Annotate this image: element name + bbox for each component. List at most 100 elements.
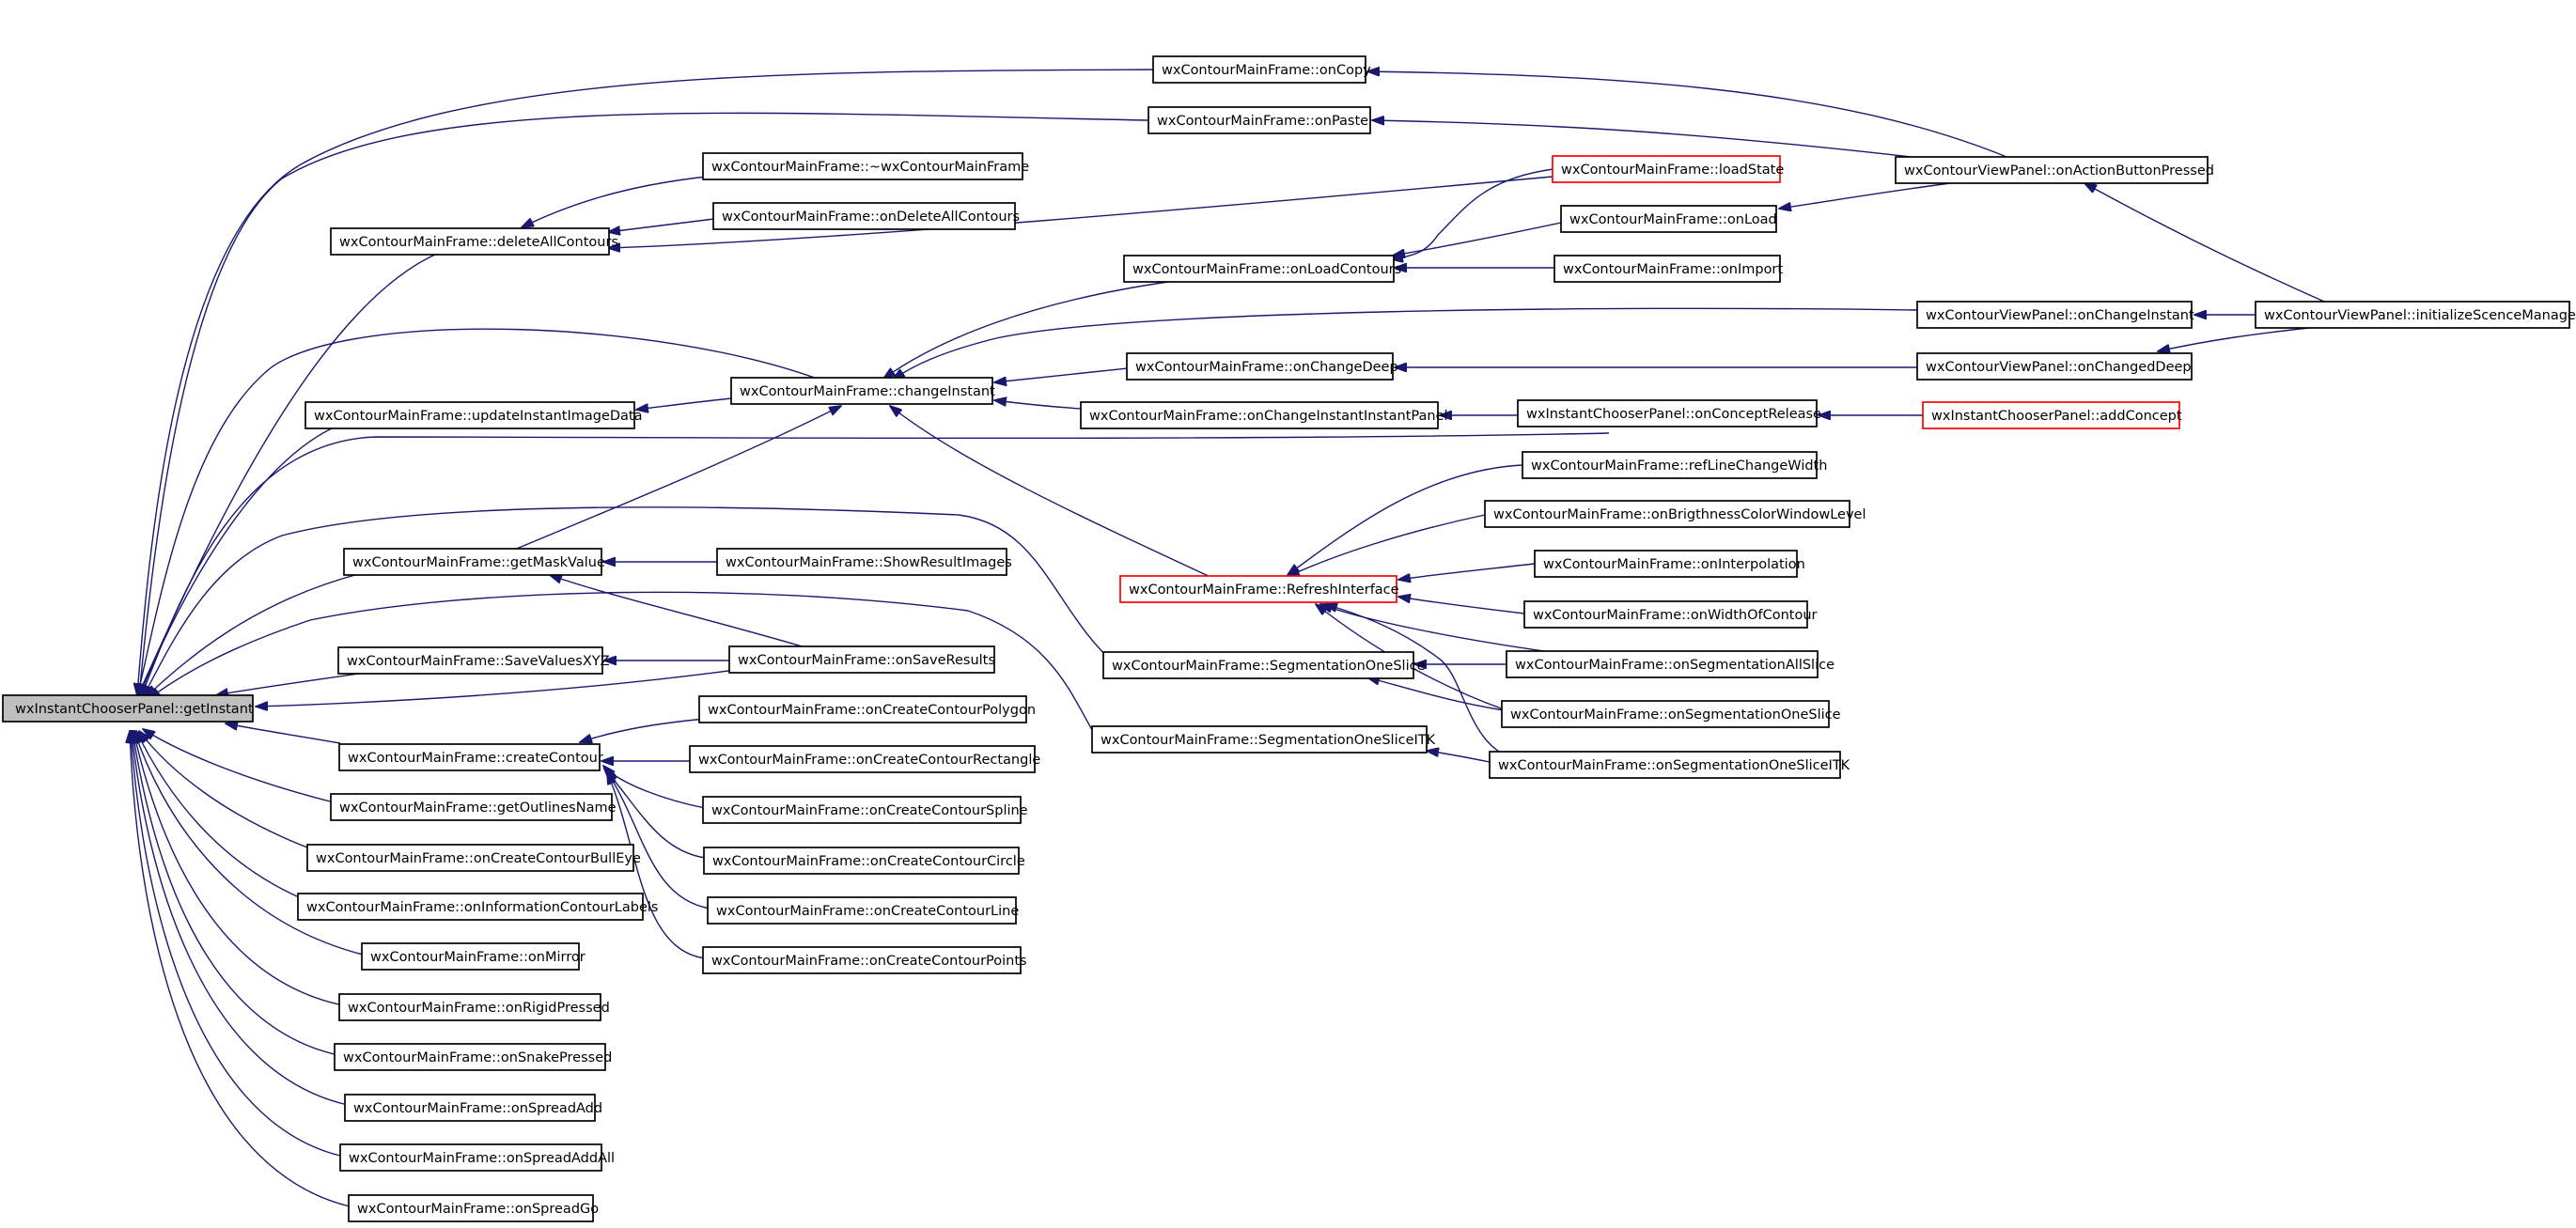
edge-onCreateContourPoints-createContour <box>607 772 706 959</box>
node-SegmentationOneSlice[interactable]: wxContourMainFrame::SegmentationOneSlice <box>1102 651 1426 679</box>
node-onChangeInstantInstantPanel[interactable]: wxContourMainFrame::onChangeInstantInsta… <box>1080 401 1448 429</box>
node-onChangedDeep[interactable]: wxContourViewPanel::onChangedDeep <box>1916 352 2193 381</box>
edge-refLineChangeWidth-RefreshInterface <box>1288 464 1523 575</box>
node-label: wxContourMainFrame::onCreateContourCircl… <box>712 854 1025 869</box>
node-onCreateContourRectangle[interactable]: wxContourMainFrame::onCreateContourRecta… <box>689 745 1040 773</box>
node-onSnakePressed[interactable]: wxContourMainFrame::onSnakePressed <box>334 1043 612 1071</box>
edge-onMirror-root <box>134 731 367 956</box>
node-onCreateContourCircle[interactable]: wxContourMainFrame::onCreateContourCircl… <box>703 847 1025 875</box>
node-label: wxContourMainFrame::onChangeInstantInsta… <box>1089 409 1448 424</box>
node-onDeleteAllContours[interactable]: wxContourMainFrame::onDeleteAllContours <box>712 202 1020 230</box>
node-addConcept[interactable]: wxInstantChooserPanel::addConcept <box>1922 401 2182 429</box>
node-label: wxContourMainFrame::onInformationContour… <box>306 900 658 915</box>
edge-deleteAllContours-root <box>137 253 438 697</box>
edge-loadState-onLoadContours <box>1391 168 1554 259</box>
edge-updateInstantImageData-root <box>139 427 335 697</box>
node-refLineChangeWidth[interactable]: wxContourMainFrame::refLineChangeWidth <box>1522 451 1827 479</box>
node-onSegmentationOneSliceITK[interactable]: wxContourMainFrame::onSegmentationOneSli… <box>1489 751 1850 779</box>
edge-onLoadContours-changeInstant <box>883 280 1176 379</box>
node-onSegmentationOneSlice[interactable]: wxContourMainFrame::onSegmentationOneSli… <box>1501 700 1841 728</box>
node-onBrigthnessColorWindowLevel[interactable]: wxContourMainFrame::onBrigthnessColorWin… <box>1484 500 1866 528</box>
node-createContour[interactable]: wxContourMainFrame::createContour <box>338 743 603 771</box>
node-label: wxContourMainFrame::onRigidPressed <box>348 1001 610 1016</box>
nodes: wxInstantChooserPanel::getInstant wxCont… <box>2 55 2576 1222</box>
node-label: wxContourMainFrame::updateInstantImageDa… <box>314 409 643 424</box>
node-onImport[interactable]: wxContourMainFrame::onImport <box>1553 255 1783 283</box>
node-onCreateContourPolygon[interactable]: wxContourMainFrame::onCreateContourPolyg… <box>698 695 1036 723</box>
node-getOutlinesName[interactable]: wxContourMainFrame::getOutlinesName <box>330 793 617 821</box>
node-onSegmentationAllSlice[interactable]: wxContourMainFrame::onSegmentationAllSli… <box>1506 650 1834 678</box>
node-onCreateContourLine[interactable]: wxContourMainFrame::onCreateContourLine <box>707 896 1019 925</box>
node-label: wxContourMainFrame::~wxContourMainFrame <box>711 160 1029 175</box>
node-onSpreadGo[interactable]: wxContourMainFrame::onSpreadGo <box>348 1194 599 1222</box>
node-label: wxContourMainFrame::SegmentationOneSlice <box>1112 659 1426 674</box>
edge-onSegmentationAllSlice-RefreshInterface <box>1320 604 1552 653</box>
node-loadState[interactable]: wxContourMainFrame::loadState <box>1552 155 1784 183</box>
edge-onConceptRelease-root <box>141 432 1610 697</box>
node-label: wxContourMainFrame::onLoad <box>1569 212 1777 227</box>
node-onCreateContourPoints[interactable]: wxContourMainFrame::onCreateContourPoint… <box>702 946 1027 974</box>
node-initializeScenceManager[interactable]: wxContourViewPanel::initializeScenceMana… <box>2255 301 2576 329</box>
node-label: wxContourMainFrame::onSpreadGo <box>357 1202 599 1217</box>
node-label: wxContourMainFrame::SegmentationOneSlice… <box>1101 733 1436 748</box>
edge-initializeScenceManager-onChangedDeep <box>2158 325 2327 351</box>
node-onPaste[interactable]: wxContourMainFrame::onPaste <box>1147 106 1371 134</box>
node-changeInstant[interactable]: wxContourMainFrame::changeInstant <box>730 377 995 405</box>
node-label: wxInstantChooserPanel::addConcept <box>1931 409 2182 424</box>
node-onCreateContourBullEye[interactable]: wxContourMainFrame::onCreateContourBullE… <box>306 844 641 872</box>
edge-changeInstant-updateInstantImageData <box>636 397 732 410</box>
node-onWidthOfContour[interactable]: wxContourMainFrame::onWidthOfContour <box>1523 600 1818 629</box>
node-onCopy[interactable]: wxContourMainFrame::onCopy <box>1152 55 1371 84</box>
edge-onChangeInstantVP-changeInstant <box>893 307 1918 380</box>
edge-getOutlinesName-root <box>143 729 335 803</box>
node-RefreshInterface[interactable]: wxContourMainFrame::RefreshInterface <box>1119 575 1399 603</box>
node-onInterpolation[interactable]: wxContourMainFrame::onInterpolation <box>1534 550 1805 578</box>
node-label: wxContourMainFrame::onInterpolation <box>1543 557 1805 572</box>
node-label: wxContourMainFrame::onDeleteAllContours <box>722 210 1020 225</box>
edge-onLoad-onLoadContours <box>1393 222 1562 256</box>
node-label: wxContourMainFrame::onChangeDeep <box>1135 360 1398 375</box>
edge-onSpreadGo-root <box>130 731 351 1207</box>
node-SegmentationOneSliceITK[interactable]: wxContourMainFrame::SegmentationOneSlice… <box>1091 725 1436 754</box>
node-label: wxContourMainFrame::onWidthOfContour <box>1533 608 1818 623</box>
node-onRigidPressed[interactable]: wxContourMainFrame::onRigidPressed <box>338 993 610 1021</box>
node-label: wxContourViewPanel::onChangedDeep <box>1926 360 2192 375</box>
edge-getMaskValue-changeInstant <box>507 406 841 553</box>
node-deleteAllContours[interactable]: wxContourMainFrame::deleteAllContours <box>330 227 618 256</box>
edge-onActionButtonPressed-onCopy <box>1367 71 2012 160</box>
node-onLoad[interactable]: wxContourMainFrame::onLoad <box>1560 205 1777 233</box>
node-label: wxContourViewPanel::onChangeInstant <box>1926 308 2194 323</box>
node-onSpreadAddAll[interactable]: wxContourMainFrame::onSpreadAddAll <box>339 1143 615 1172</box>
node-label: wxContourMainFrame::onCreateContourPoint… <box>711 954 1027 969</box>
node-getMaskValue[interactable]: wxContourMainFrame::getMaskValue <box>343 548 605 576</box>
node-onActionButtonPressed[interactable]: wxContourViewPanel::onActionButtonPresse… <box>1895 156 2214 184</box>
edge-SegmentationOneSliceITK-root <box>148 591 1096 736</box>
node-SaveValuesXYZ[interactable]: wxContourMainFrame::SaveValuesXYZ <box>337 646 610 675</box>
edge-onSnakePressed-root <box>133 731 339 1056</box>
node-label: wxContourMainFrame::onSpreadAddAll <box>349 1151 615 1166</box>
node-label: wxContourMainFrame::ShowResultImages <box>726 555 1012 570</box>
node-onLoadContours[interactable]: wxContourMainFrame::onLoadContours <box>1123 255 1401 283</box>
node-onChangeDeep[interactable]: wxContourMainFrame::onChangeDeep <box>1126 352 1398 381</box>
node-ShowResultImages[interactable]: wxContourMainFrame::ShowResultImages <box>716 548 1012 576</box>
node-onCreateContourSpline[interactable]: wxContourMainFrame::onCreateContourSplin… <box>702 796 1028 824</box>
node-onSpreadAdd[interactable]: wxContourMainFrame::onSpreadAdd <box>344 1094 602 1122</box>
node-onInformationContourLabels[interactable]: wxContourMainFrame::onInformationContour… <box>297 893 658 921</box>
edge-onSpreadAdd-root <box>132 731 349 1106</box>
node-label: wxContourMainFrame::onPaste <box>1157 114 1368 129</box>
node-label: wxContourMainFrame::getMaskValue <box>352 555 605 570</box>
edge-onWidthOfContour-RefreshInterface <box>1398 597 1525 614</box>
edge-loadState-deleteAllContours <box>608 176 1553 248</box>
node-onSaveResults[interactable]: wxContourMainFrame::onSaveResults <box>728 645 995 674</box>
node-root[interactable]: wxInstantChooserPanel::getInstant <box>2 694 254 723</box>
node-dtor[interactable]: wxContourMainFrame::~wxContourMainFrame <box>702 152 1029 180</box>
node-onConceptRelease[interactable]: wxInstantChooserPanel::onConceptRelease <box>1517 399 1821 427</box>
node-updateInstantImageData[interactable]: wxContourMainFrame::updateInstantImageDa… <box>304 401 643 429</box>
edge-dtor-deleteAllContours <box>522 176 708 227</box>
edge-onChangeInstantInstantPanel-changeInstant <box>994 400 1082 410</box>
node-label: wxContourMainFrame::onLoadContours <box>1132 262 1401 277</box>
node-onChangeInstantVP[interactable]: wxContourViewPanel::onChangeInstant <box>1916 301 2194 329</box>
node-label: wxContourMainFrame::onImport <box>1563 262 1783 277</box>
node-onMirror[interactable]: wxContourMainFrame::onMirror <box>361 942 585 971</box>
edge-onSaveResults-root <box>256 668 743 707</box>
